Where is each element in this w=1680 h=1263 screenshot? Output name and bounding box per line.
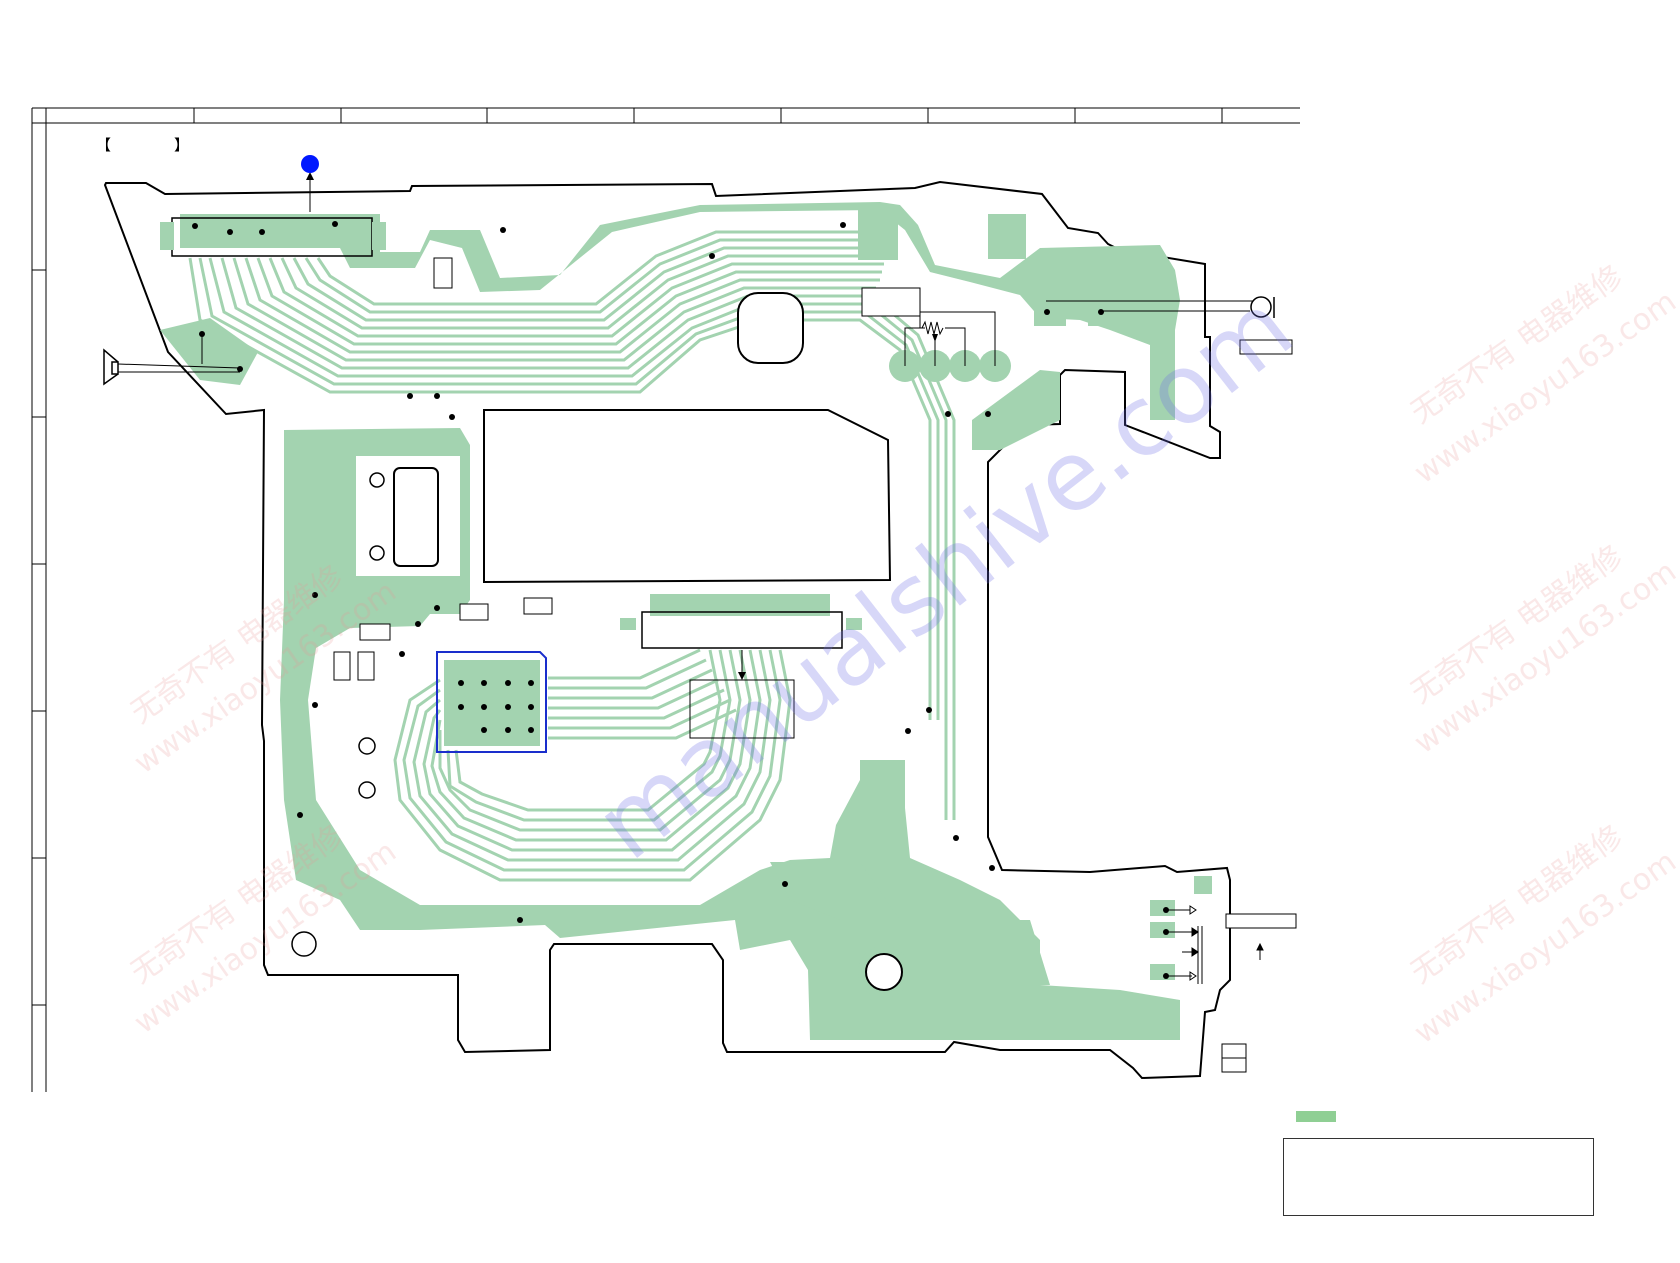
copper-top-strip (180, 202, 1180, 420)
connector-mid (620, 594, 862, 739)
copper-pad-block (858, 210, 898, 260)
copper-pad-block (988, 214, 1026, 259)
smd-components (333, 257, 1297, 1073)
bracket-close: 】 (174, 136, 190, 154)
ic-chip (436, 651, 547, 753)
copper-pad-block (1194, 876, 1212, 894)
pcb-board (103, 155, 1297, 1080)
trace-bundle-ic (393, 648, 792, 882)
copper-pad-block (1150, 922, 1175, 938)
connector-top-left (160, 172, 386, 257)
blue-dot-marker (301, 155, 319, 173)
copper-ground-pour (280, 428, 1180, 1040)
section-header-bracket: 【 】 (96, 134, 189, 155)
note-box (1283, 1138, 1594, 1216)
cutout-slot-inner (393, 467, 439, 567)
copper-pad-block (1150, 900, 1175, 916)
mount-hole (291, 931, 317, 957)
legend-swatch (1296, 1111, 1336, 1122)
microphone-icon (1046, 296, 1275, 318)
diode-icon (1166, 905, 1264, 984)
mount-hole (865, 953, 903, 991)
copper-right-column (972, 370, 1060, 450)
mount-hole (369, 472, 385, 488)
vias (192, 221, 1169, 979)
potentiometer-icon (889, 311, 1011, 382)
copper-lower-right (770, 862, 1050, 985)
callout-box (689, 679, 795, 739)
speaker-icon (103, 336, 241, 386)
mount-hole (358, 737, 376, 755)
mount-hole (369, 545, 385, 561)
cutout-rounded (737, 292, 804, 364)
bracket-open: 【 (96, 136, 112, 154)
grid-frame (31, 107, 1300, 1092)
copper-pad-block (1150, 964, 1175, 980)
mount-hole (358, 781, 376, 799)
cutout-large (483, 409, 892, 584)
